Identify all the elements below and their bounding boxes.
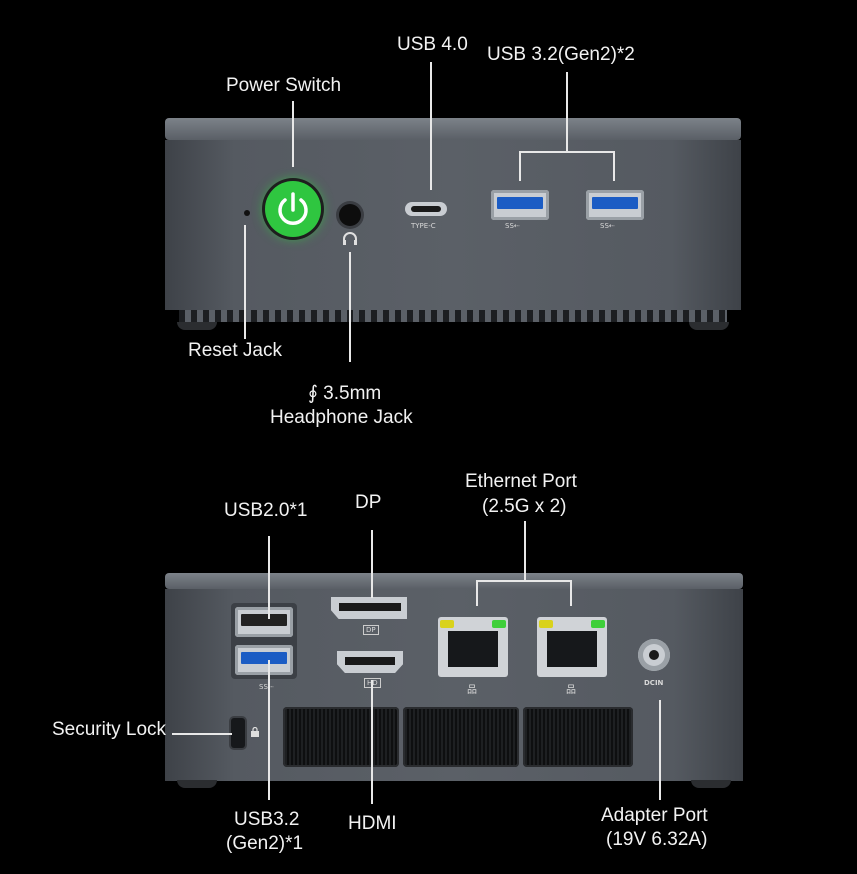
power-icon: [278, 192, 308, 225]
usb20-leader: [268, 536, 270, 619]
usb32-leader-bar: [519, 151, 615, 153]
usb32-port-1-marking: SS⇠: [505, 222, 520, 230]
headphone-jack[interactable]: [339, 204, 361, 226]
front-panel-device: TYPE-C SS⇠ SS⇠: [165, 118, 741, 336]
headphone-label-line1: ∮ 3.5mm: [308, 383, 382, 404]
dp-leader: [371, 530, 373, 598]
power-button[interactable]: [265, 181, 321, 237]
ethernet-leader-stem: [524, 521, 526, 581]
usb32-port-2[interactable]: [586, 190, 644, 220]
ethernet-leader-left: [476, 580, 478, 606]
front-top-edge: [165, 118, 741, 140]
security-lock-leader: [172, 733, 232, 735]
vent-grille-2: [403, 707, 519, 767]
usb32-rear-port[interactable]: [235, 645, 293, 675]
ethernet-2-marking: 品: [566, 685, 576, 696]
power-switch-leader: [292, 101, 294, 167]
usb4-label: USB 4.0: [397, 34, 468, 55]
adapter-label-line2: (19V 6.32A): [606, 829, 708, 850]
usb32-port-1[interactable]: [491, 190, 549, 220]
ethernet-leader-right: [570, 580, 572, 606]
usb32-leader-right: [613, 151, 615, 181]
ethernet-leader-bar: [476, 580, 572, 582]
ethernet-port-1[interactable]: [438, 617, 508, 677]
ethernet-label-line2: (2.5G x 2): [482, 496, 567, 517]
security-lock-slot[interactable]: [231, 718, 245, 748]
hdmi-leader: [371, 680, 373, 804]
usb32-gen2-x2-label: USB 3.2(Gen2)*2: [487, 44, 635, 65]
vent-grille-1: [283, 707, 399, 767]
usb32-leader-stem: [566, 72, 568, 152]
dcin-marking: DCIN: [644, 679, 664, 687]
front-foot-right: [689, 322, 729, 330]
security-lock-label: Security Lock: [52, 719, 167, 740]
dc-in-port[interactable]: [638, 639, 670, 671]
headphone-icon: [343, 232, 357, 245]
front-vent-strip: [179, 310, 727, 322]
lock-icon: [251, 727, 259, 737]
usb32-leader-left: [519, 151, 521, 181]
hdmi-label: HDMI: [348, 813, 397, 834]
usb32-port-2-marking: SS⇠: [600, 222, 615, 230]
adapter-label-line1: Adapter Port: [601, 805, 708, 826]
usb-c-port[interactable]: [405, 202, 447, 216]
dp-port[interactable]: [331, 597, 407, 619]
usb20-port[interactable]: [235, 607, 293, 637]
headphone-leader: [349, 252, 351, 362]
adapter-leader: [659, 700, 661, 800]
type-c-marking: TYPE-C: [411, 222, 436, 230]
usb4-leader: [430, 62, 432, 190]
dp-label: DP: [355, 492, 382, 513]
hdmi-port[interactable]: [337, 651, 403, 673]
dp-marking: DP: [363, 625, 379, 635]
usb32-rear-leader: [268, 660, 270, 800]
headphone-label-line2: Headphone Jack: [270, 407, 413, 428]
front-foot-left: [177, 322, 217, 330]
vent-grille-3: [523, 707, 633, 767]
ethernet-port-2[interactable]: [537, 617, 607, 677]
rear-foot-left: [177, 780, 217, 788]
front-face: [165, 140, 741, 310]
reset-jack-label: Reset Jack: [188, 340, 282, 361]
usb20-label: USB2.0*1: [224, 500, 308, 521]
rear-panel-device: SS⇠ DP HD 品 品 DCIN: [165, 573, 743, 788]
ethernet-1-marking: 品: [467, 685, 477, 696]
usb32-rear-marking: SS⇠: [259, 683, 274, 691]
rear-top-edge: [165, 573, 743, 589]
usb32-label-line2: (Gen2)*1: [226, 833, 304, 854]
usb32-label-line1: USB3.2: [234, 809, 300, 830]
rear-foot-right: [691, 780, 731, 788]
power-switch-label: Power Switch: [226, 75, 342, 96]
reset-leader: [244, 225, 246, 339]
ethernet-label-line1: Ethernet Port: [465, 471, 577, 492]
reset-pinhole[interactable]: [244, 210, 250, 216]
